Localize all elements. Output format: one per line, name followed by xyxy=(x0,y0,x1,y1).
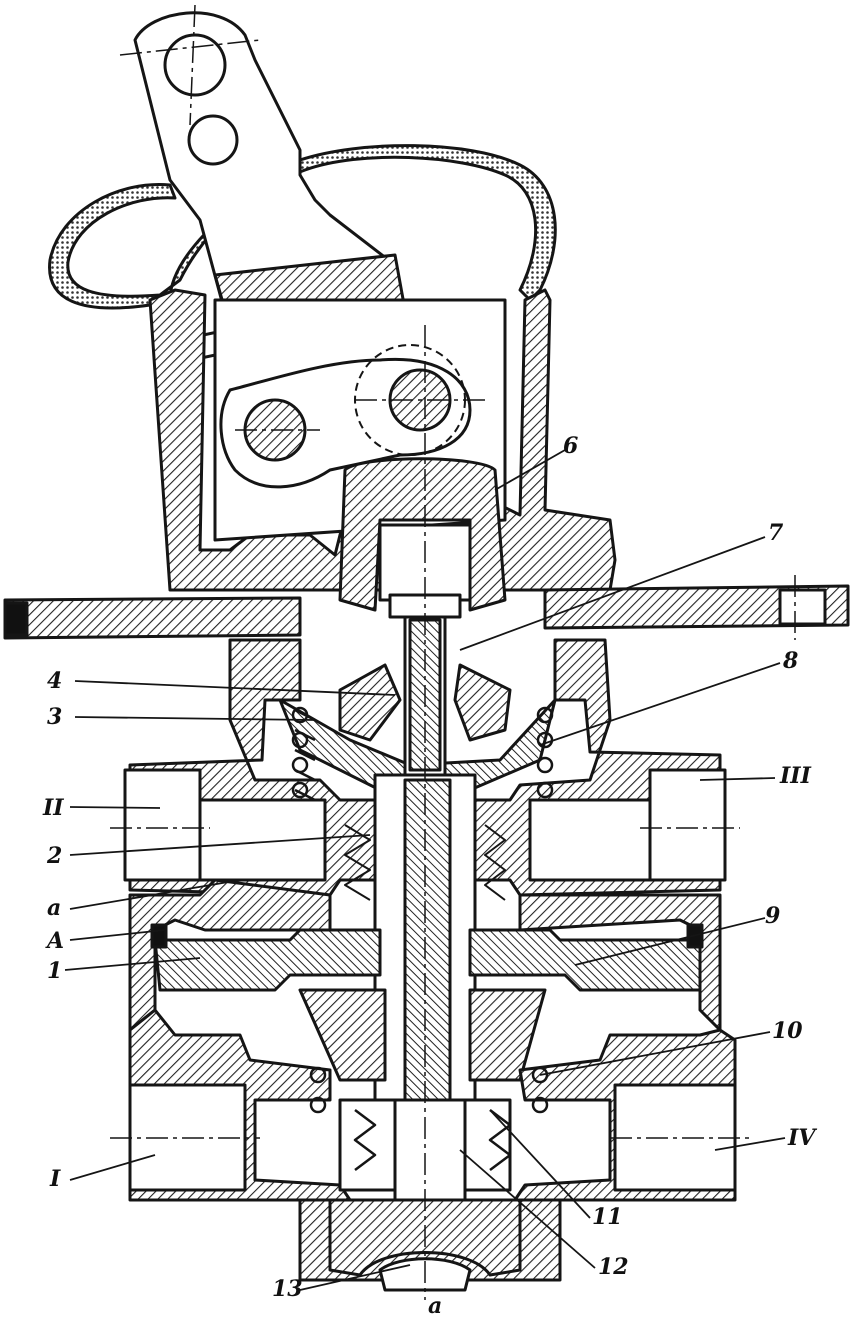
callout-11: 11 xyxy=(592,1204,623,1230)
callout-7: 7 xyxy=(768,520,784,546)
callout-9: 9 xyxy=(765,903,781,929)
callout-3: 3 xyxy=(47,704,63,730)
lower-valve-body xyxy=(128,1008,737,1282)
port-III xyxy=(648,768,727,882)
port-II xyxy=(123,768,202,882)
centerlines xyxy=(110,4,796,1300)
piston-9 xyxy=(468,928,702,992)
callout-12: 12 xyxy=(598,1254,629,1280)
lever-top-hole xyxy=(163,33,227,97)
rubber-cover xyxy=(48,144,557,312)
valve-4 xyxy=(338,663,402,742)
lever-pin xyxy=(187,114,239,166)
diaphragm-3 xyxy=(278,698,557,792)
piston-1 xyxy=(153,928,382,992)
spring-upper-right xyxy=(536,706,554,799)
callout-4: 4 xyxy=(47,668,63,694)
spring-lower xyxy=(309,1066,549,1171)
mounting-flange-left xyxy=(3,596,302,640)
spring-upper-left xyxy=(291,706,316,802)
callout-IV: IV xyxy=(788,1125,816,1151)
callout-2: 2 xyxy=(47,843,63,869)
mounting-flange-right xyxy=(543,584,850,630)
callout-II: II xyxy=(43,795,64,821)
callout-a-left: a xyxy=(47,895,62,921)
callout-8: 8 xyxy=(783,648,799,674)
leader-lines xyxy=(64,449,786,1291)
callout-I: I xyxy=(50,1166,61,1192)
seal-A-left xyxy=(150,923,168,949)
callout-10: 10 xyxy=(772,1018,803,1044)
inner-stem xyxy=(403,778,452,1162)
spring-2 xyxy=(344,824,506,901)
callout-III: III xyxy=(780,763,811,789)
lower-piston-cone xyxy=(298,988,387,1082)
callout-6: 6 xyxy=(563,433,579,459)
callout-a-bottom: a xyxy=(428,1293,443,1319)
piston-6 xyxy=(338,457,507,612)
callout-A: A xyxy=(47,928,65,954)
callout-13: 13 xyxy=(272,1276,303,1302)
callout-1: 1 xyxy=(47,958,63,984)
